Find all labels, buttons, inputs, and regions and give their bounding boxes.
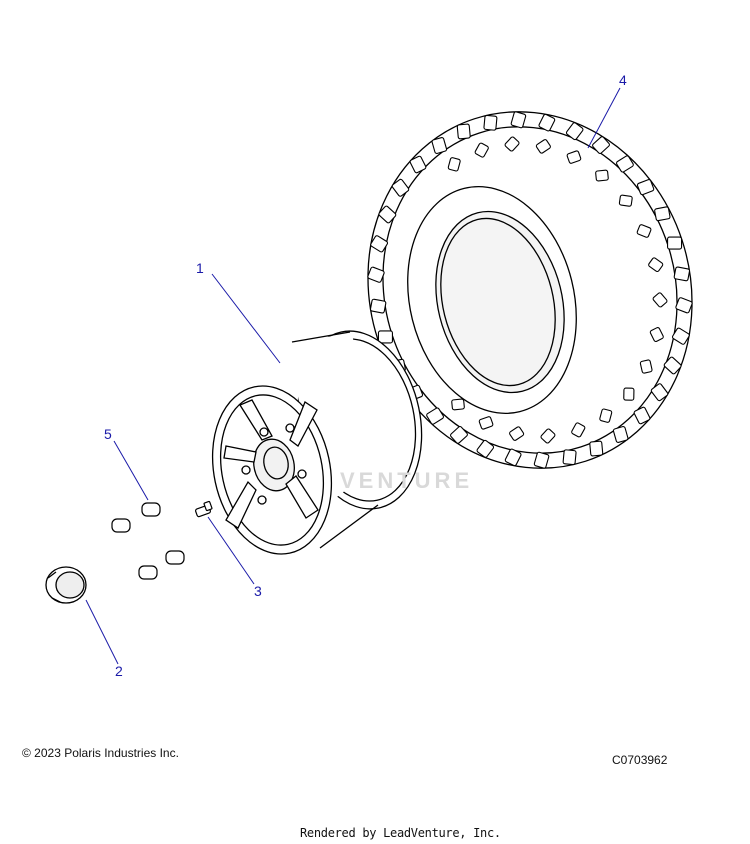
tread-block [566, 150, 582, 164]
tread-block [648, 257, 664, 273]
tread-block [616, 155, 634, 173]
figure-id: C0703962 [612, 753, 668, 767]
tread-block [612, 426, 629, 443]
callout-5: 5 [104, 426, 112, 442]
callout-2: 2 [115, 663, 123, 679]
tread-block [447, 157, 461, 172]
tread-block [571, 422, 586, 438]
tread-block [623, 387, 635, 401]
wheel [211, 330, 423, 555]
tread-block [650, 383, 669, 402]
tread-block [377, 330, 393, 344]
copyright-text: © 2023 Polaris Industries Inc. [22, 746, 179, 760]
tread-block [673, 266, 691, 282]
tread-block [367, 266, 385, 283]
tread-block [369, 298, 387, 314]
tread-block [540, 428, 556, 444]
tread-block [391, 178, 410, 197]
tread-block [450, 426, 468, 444]
tread-block [675, 297, 693, 314]
tread-block [451, 398, 465, 411]
tread-block [652, 292, 668, 308]
tread-block [509, 426, 525, 441]
tread-block [370, 235, 389, 253]
tread-block [378, 205, 397, 224]
tread-block [504, 136, 520, 152]
hub-cap [45, 566, 87, 604]
tread-block [431, 137, 448, 154]
callout-1: 1 [196, 260, 204, 276]
tread-block [456, 123, 471, 140]
tread-block [426, 407, 444, 425]
tread-block [565, 122, 584, 141]
tread-block [633, 406, 651, 425]
tread-block [663, 356, 682, 375]
tread-block [636, 179, 655, 196]
tread-block [510, 111, 527, 129]
tread-block [483, 114, 498, 131]
tread-block [599, 408, 613, 423]
tread-block [535, 139, 551, 154]
tread-block [618, 194, 633, 207]
tread-block [589, 440, 604, 457]
rendered-by-credit: Rendered by LeadVenture, Inc. [300, 826, 501, 840]
valve-stem [195, 500, 213, 518]
tread-block [504, 448, 522, 467]
lug-nuts [111, 502, 185, 580]
tread-block [533, 451, 550, 469]
callout-4: 4 [619, 72, 627, 88]
tread-block [538, 113, 556, 132]
tread-block [562, 449, 577, 466]
tread-block [654, 206, 671, 222]
tread-block [636, 224, 652, 238]
tread-block [671, 327, 690, 345]
tread-block [476, 439, 495, 458]
tire [367, 111, 693, 469]
callout-3: 3 [254, 583, 262, 599]
tread-block [592, 136, 610, 154]
tread-block [478, 416, 494, 430]
tread-block [667, 236, 683, 250]
watermark: VENTURE [340, 468, 474, 493]
tread-block [649, 327, 664, 342]
tread-block [595, 169, 609, 182]
leader-lines [85, 87, 621, 665]
tread-block [639, 359, 653, 374]
tread-block [409, 155, 427, 174]
tread-block [474, 142, 489, 158]
